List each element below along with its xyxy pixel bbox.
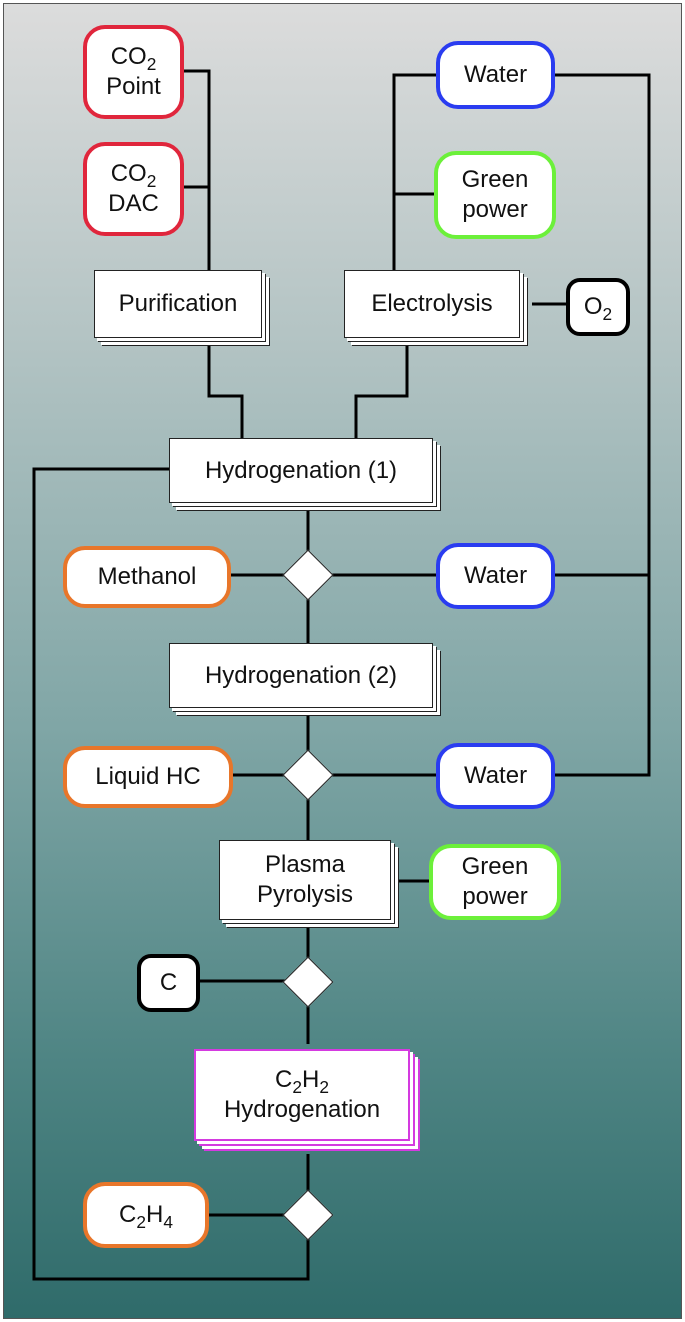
water-low-node: Water xyxy=(436,743,555,809)
co2-dac-node: CO2 DAC xyxy=(83,142,184,236)
hydrogenation-2-node: Hydrogenation (2) xyxy=(169,643,433,708)
connector-lines xyxy=(32,69,651,1281)
c2h4-node: C2H4 xyxy=(83,1182,209,1248)
c2h2-hydrogenation-node: C2H2 Hydrogenation xyxy=(194,1049,410,1141)
liquid-hc-node: Liquid HC xyxy=(63,746,233,808)
green-power-low-node: Green power xyxy=(429,844,561,920)
electrolysis-node: Electrolysis xyxy=(344,270,520,338)
o2-node: O2 xyxy=(566,278,630,336)
co2-point-node: CO2 Point xyxy=(83,25,184,119)
line-recycle-loop xyxy=(32,467,310,1281)
green-power-top-node: Green power xyxy=(434,151,556,239)
purification-node: Purification xyxy=(94,270,262,338)
water-mid-node: Water xyxy=(436,543,555,609)
line-electrolysis-h1 xyxy=(354,344,409,439)
methanol-node: Methanol xyxy=(63,546,231,608)
line-co2-point xyxy=(184,69,211,272)
line-purification-h1 xyxy=(207,344,244,439)
carbon-node: C xyxy=(137,954,200,1012)
plasma-pyrolysis-node: Plasma Pyrolysis xyxy=(219,840,391,920)
diagram-frame: CO2 Point CO2 DAC Water Green power Puri… xyxy=(3,3,682,1319)
line-water-return xyxy=(555,73,651,777)
water-top-node: Water xyxy=(436,41,555,109)
hydrogenation-1-node: Hydrogenation (1) xyxy=(169,438,433,503)
line-water-electrolysis xyxy=(392,73,436,272)
